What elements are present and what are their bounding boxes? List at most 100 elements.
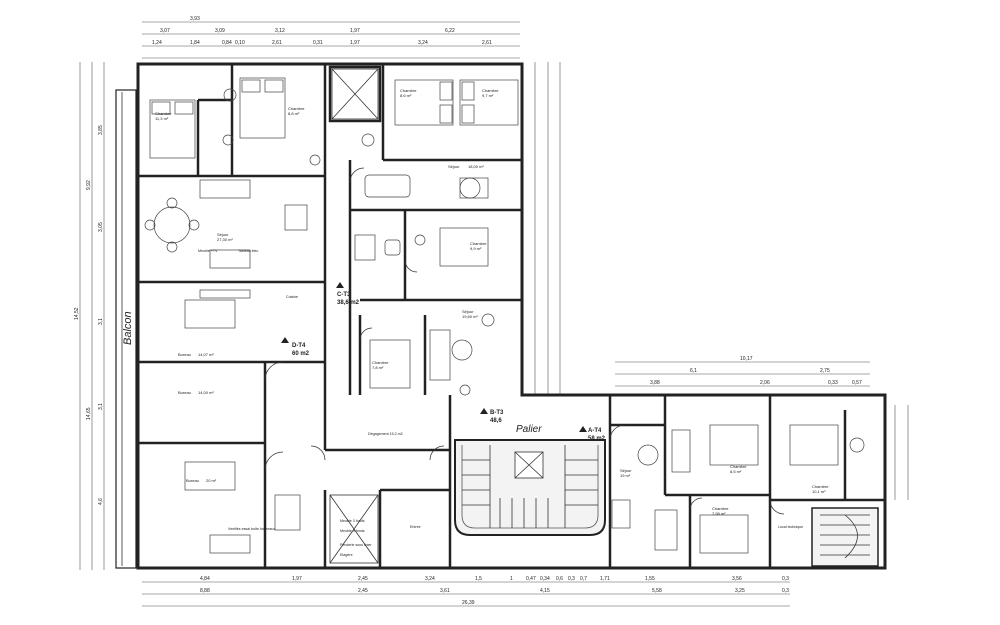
unit-a-t4-id: A-T4 <box>588 428 602 434</box>
room-label: Chambre <box>372 360 389 365</box>
unit-b-t3-area: 48,6 <box>490 418 502 424</box>
room-label: Séjour <box>462 309 474 314</box>
dim-bottom-2: 2,45 <box>358 576 368 582</box>
dim-top2-7: 3,24 <box>418 40 428 46</box>
room-label: Bureau <box>178 352 191 357</box>
room-area: 8,8 m² <box>288 111 300 116</box>
annotation-meuble-3b: Meuble 3 fonds <box>340 529 365 533</box>
dim-top-3: 3,12 <box>275 28 285 34</box>
dim-top2-1: 1,84 <box>190 40 200 46</box>
balcony: Balcon <box>115 89 137 569</box>
dim-bottom-9: 0,3 <box>568 576 575 582</box>
annotation-tableau-elec: Tableau élec. <box>238 249 259 253</box>
dim-left-7: 3,05 <box>98 222 104 232</box>
room-label: Bureau <box>178 390 191 395</box>
dim-bottom2-2: 3,61 <box>440 588 450 594</box>
room-label: Chambre <box>155 111 172 116</box>
room-label: Bureau <box>186 478 199 483</box>
central-staircase <box>454 439 606 536</box>
secondary-staircase <box>811 507 879 567</box>
doors <box>264 167 785 515</box>
dim-right-3: 3,88 <box>650 380 660 386</box>
room-label: Chambre <box>470 241 487 246</box>
annotation-ventiles: Ventilés essai boîte fourreaux <box>228 527 275 531</box>
room-area: 18,00 m² <box>468 164 484 169</box>
dim-top2-0: 1,24 <box>152 40 162 46</box>
unit-a-t4-area: 58 m2 <box>588 436 606 442</box>
dim-top2-2: 0,84 <box>222 40 232 46</box>
dim-right-5: 0,33 <box>828 380 838 386</box>
unit-c-t3-id: C-T3 <box>337 292 351 298</box>
shafts <box>329 68 379 564</box>
room-area: 19,60 m² <box>462 314 478 319</box>
right-dimensions: 10,17 6,1 2,75 3,88 2,06 0,33 0,57 <box>534 62 909 500</box>
dim-bottom2-3: 4,15 <box>540 588 550 594</box>
unit-d-t4-area: 60 m2 <box>292 351 310 357</box>
dim-bottom-12: 1,55 <box>645 576 655 582</box>
room-area: 8,5 m² <box>730 469 742 474</box>
dim-top2-5: 0,31 <box>313 40 323 46</box>
dim-bottom2-1: 2,45 <box>358 588 368 594</box>
annotation-entree: Entrée <box>410 525 421 529</box>
room-area: 7,8 m² <box>372 365 384 370</box>
unit-d-t4-id: D-T4 <box>292 343 306 349</box>
room-area: 9,7 m² <box>482 93 494 98</box>
dim-bottom-0: 4,84 <box>200 576 210 582</box>
room-area: 10,1 m² <box>812 489 826 494</box>
unit-labels: C-T3 38,6 m2 D-T4 60 m2 B-T3 48,6 A-T4 5… <box>281 282 606 442</box>
room-area: 9,9 m² <box>470 246 482 251</box>
dim-right-0: 10,17 <box>740 356 753 362</box>
dim-top-5: 6,22 <box>445 28 455 34</box>
dim-bottom-4: 1,5 <box>475 576 482 582</box>
room-label: Séjour <box>448 164 460 169</box>
dim-top-0: 3,93 <box>190 16 200 22</box>
room-label: Chambre <box>730 464 747 469</box>
annotations: Meuble +TV Tableau élec. Ventilés essai … <box>198 249 803 557</box>
bottom-dimensions: 4,84 1,97 2,45 3,24 1,5 1 0,47 0,34 0,6 … <box>142 576 790 607</box>
room-label: Chambre <box>482 88 499 93</box>
dim-bottom2-0: 8,88 <box>200 588 210 594</box>
dim-top2-4: 2,61 <box>272 40 282 46</box>
dim-bottom-7: 0,34 <box>540 576 550 582</box>
annotation-meuble-tv: Meuble +TV <box>198 249 218 253</box>
room-label: Séjour <box>620 468 632 473</box>
dim-right-4: 2,06 <box>760 380 770 386</box>
annotation-penderie: Penderie sous linier <box>340 543 372 547</box>
room-area: 8,6 m² <box>400 93 412 98</box>
room-area: 14,07 m² <box>198 352 214 357</box>
dim-top2-8: 2,61 <box>482 40 492 46</box>
dim-left-3: 4,6 <box>98 498 104 505</box>
dim-bottom-8: 0,6 <box>556 576 563 582</box>
room-area: 7,58 m² <box>712 511 726 516</box>
room-area: 19 m² <box>620 473 631 478</box>
dim-bottom-5: 1 <box>510 576 513 582</box>
dim-left-2: 3,1 <box>98 403 104 410</box>
dim-top-2: 3,09 <box>215 28 225 34</box>
dim-top-1: 3,07 <box>160 28 170 34</box>
room-area: 11,3 m² <box>155 116 169 121</box>
room-labels: Chambre 11,3 m² Chambre 8,8 m² Chambre 8… <box>155 88 829 516</box>
unit-c-t3-area: 38,6 m2 <box>337 300 360 306</box>
dim-bottom-11: 1,71 <box>600 576 610 582</box>
dim-bottom-6: 0,47 <box>526 576 536 582</box>
dim-right-2: 2,75 <box>820 368 830 374</box>
dim-bottom-13: 3,56 <box>732 576 742 582</box>
dim-left-0: 9,92 <box>86 180 92 190</box>
annotation-local-tech: Local technique <box>778 525 803 529</box>
dim-left-5: 14,65 <box>86 407 92 420</box>
dim-bottom-3: 3,24 <box>425 576 435 582</box>
dim-bottom2-6: 0,3 <box>782 588 789 594</box>
dim-bottom2-4: 5,58 <box>652 588 662 594</box>
room-label: Chambre <box>812 484 829 489</box>
dim-right-1: 6,1 <box>690 368 697 374</box>
dim-bottom-14: 0,3 <box>782 576 789 582</box>
unit-b-t3-id: B-T3 <box>490 410 504 416</box>
dim-left-1: 3,1 <box>98 318 104 325</box>
dim-bottom2-5: 3,25 <box>735 588 745 594</box>
top-dimensions: 3,93 3,07 3,09 3,12 1,97 6,22 1,24 1,84 … <box>142 16 520 59</box>
balcony-label: Balcon <box>122 311 134 345</box>
room-area: 14,00 m² <box>198 390 214 395</box>
annotation-cuisine: Cuisine <box>286 295 298 299</box>
dim-bottom-1: 1,97 <box>292 576 302 582</box>
